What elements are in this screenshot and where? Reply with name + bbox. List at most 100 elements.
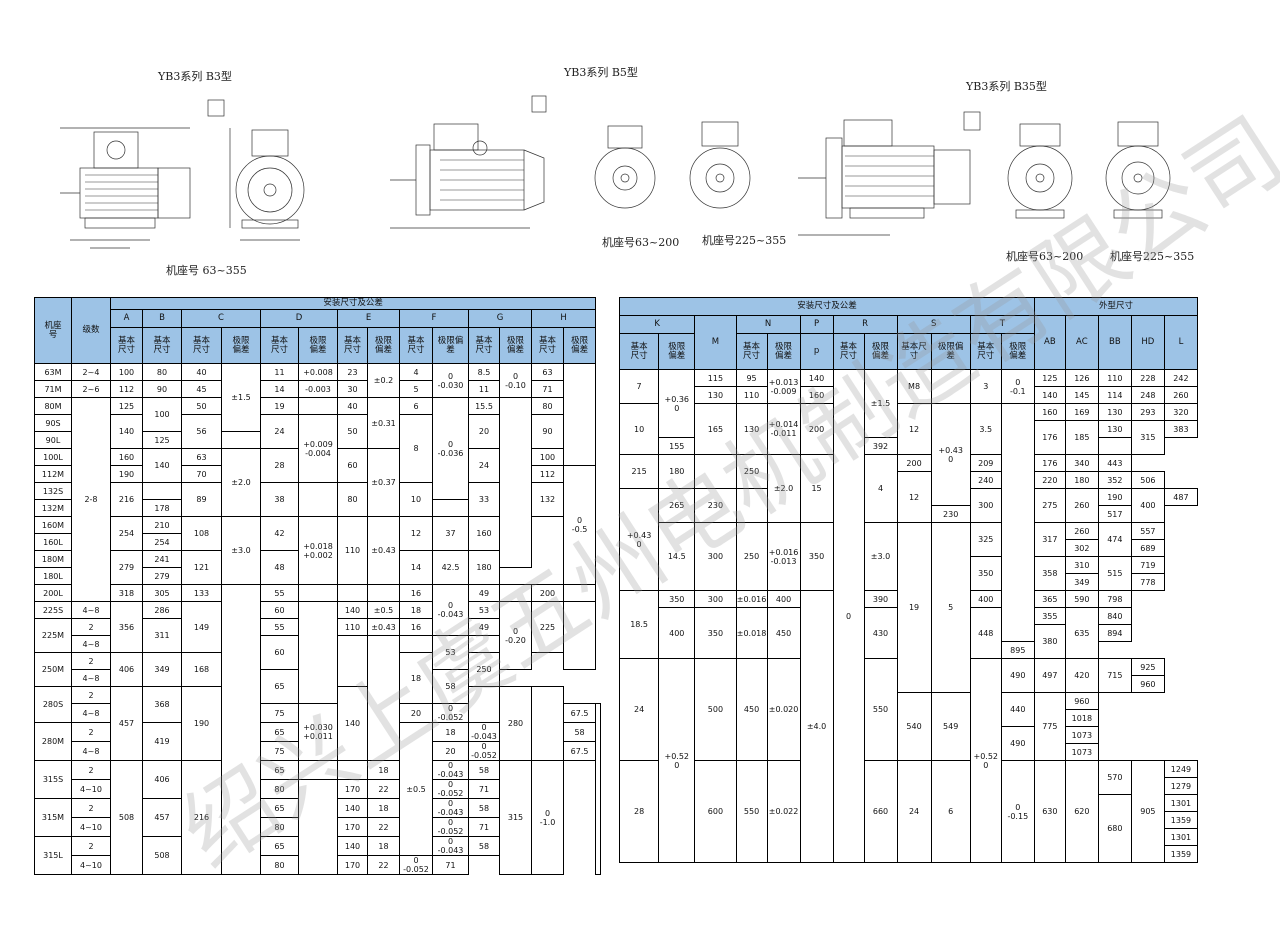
table-cell: 12 [896,403,932,455]
table-cell: 8 [399,414,433,483]
table-cell: 540 [896,692,932,761]
table-cell: 56 [181,414,222,449]
table-cell: 210 [142,516,182,534]
table-cell [298,779,338,875]
table-cell: 230 [930,505,971,523]
table-cell: 140 [1033,386,1066,404]
table-cell: 2-8 [71,397,111,602]
table-cell: 53 [468,601,500,619]
table-cell: 0-1.0 [531,760,564,875]
table-cell: 63M [34,363,72,381]
table-cell: 1279 [1163,777,1199,795]
table-cell: 216 [110,482,143,517]
table-cell: 302 [1064,539,1099,557]
header-cell: 级数 [71,297,111,364]
table-cell: 140 [799,369,834,387]
table-cell: 508 [142,836,182,875]
table-cell: 490 [1000,658,1035,693]
table-cell: 490 [1000,726,1035,761]
table-cell: 125 [142,431,182,449]
table-cell: 18 [399,601,433,619]
header-cell: 极限偏差 [562,327,597,364]
header-cell: 极限偏差 [221,327,261,364]
table-cell: 58 [562,722,597,742]
table-cell: 180 [468,550,500,585]
table-cell [298,397,338,415]
table-cell: 719 [1130,556,1165,574]
table-cell: 349 [142,652,182,687]
table-cell: 140 [337,836,368,856]
table-cell: 315M [34,798,72,837]
table-cell: 49 [468,584,500,602]
b3-side-view [60,127,191,249]
table-cell: 180 [1064,471,1099,489]
table-cell: 63 [181,448,222,466]
table-cell [337,584,368,602]
header-cell: 安装尺寸及公差 [619,297,1035,316]
table-cell: 392 [863,437,898,455]
table-cell: 130 [1097,403,1132,421]
table-cell: 24 [260,414,299,449]
table-cell: 28 [260,448,299,483]
table-cell: 38 [260,482,299,517]
table-cell: 0-0.5 [562,465,597,585]
table-cell: 80 [531,397,564,415]
table-cell [367,635,400,761]
header-cell: AC [1064,315,1099,370]
header-cell: N [735,315,801,334]
table-cell: 90S [34,414,72,432]
header-cell: 基本尺寸 [181,327,222,364]
table-cell: 4~8 [71,635,111,653]
table-cell: 110 [337,516,368,585]
table-cell [595,703,601,875]
table-cell: 20 [399,703,433,723]
table-cell: ±0.022 [766,760,801,863]
header-cell: R [832,315,898,334]
table-cell: 630 [1033,760,1066,863]
b35-frame-range-large: 机座号225~355 [1110,250,1195,263]
table-cell: 18.5 [618,590,660,659]
table-cell: 45 [181,380,222,398]
table-cell: 0-0.036 [432,397,469,500]
table-cell: 419 [142,722,182,761]
table-cell: 305 [142,584,182,602]
table-cell: 557 [1130,522,1165,540]
table-cell: 0-0.052 [468,741,500,761]
b3-end-view [207,99,305,241]
table-cell: 894 [1097,624,1132,642]
table-cell: 33 [468,482,500,517]
header-cell: H [530,309,597,328]
table-cell: +0.018+0.002 [298,516,338,585]
header-cell: BB [1097,315,1132,370]
table-cell: 160L [34,533,72,551]
table-cell: +0.030+0.011 [298,703,338,761]
table-cell: 0-0.052 [432,779,469,799]
table-cell: ±0.2 [367,363,400,398]
table-cell [337,635,368,687]
table-cell: 40 [181,363,222,381]
table-cell: 311 [142,618,182,653]
table-cell: 0-0.043 [432,836,469,856]
table-cell: 250 [735,522,768,591]
table-cell: 250M [34,652,72,687]
table-cell: ±0.5 [399,722,433,856]
table-cell: 30 [337,380,368,398]
table-cell: 190 [110,465,143,483]
table-cell: 14.5 [658,522,696,591]
